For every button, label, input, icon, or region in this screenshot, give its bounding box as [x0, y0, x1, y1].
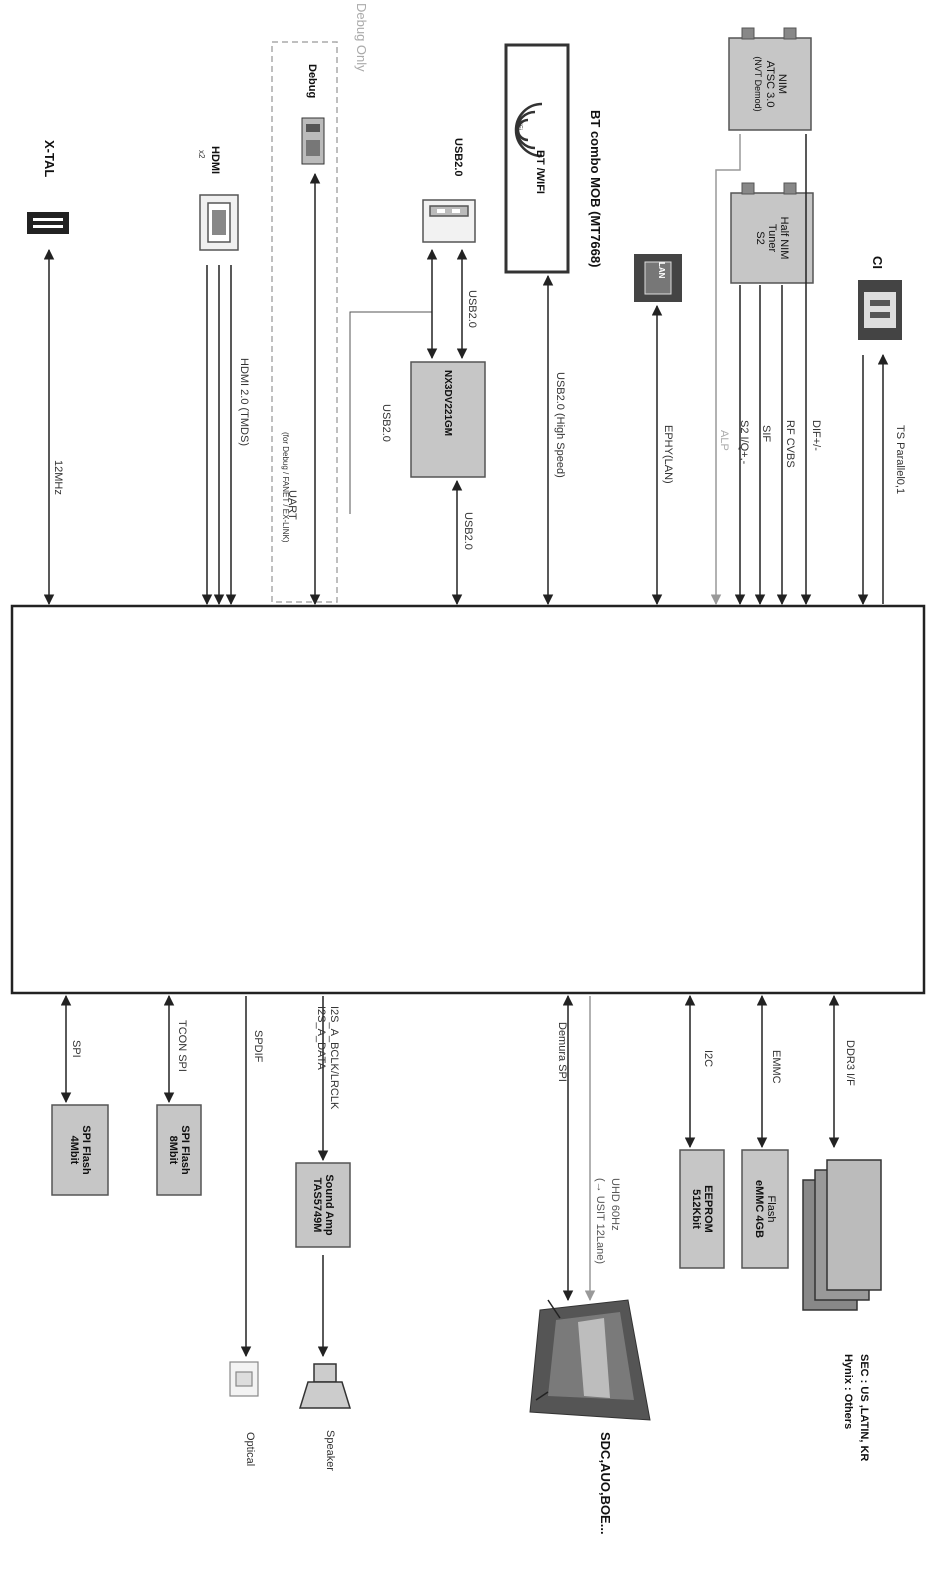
emmc-line2: eMMC 4GB: [753, 1179, 765, 1239]
i2s-signal-2-label: I2S_A_DATA: [315, 1006, 327, 1070]
debug-only-label: Debug Only: [354, 3, 369, 72]
eeprom-line1: EEPROM: [702, 1185, 714, 1233]
usb-connector-icon: [422, 199, 476, 243]
lan-jack-icon: [634, 254, 682, 302]
optical-connector-icon: [229, 1361, 259, 1397]
hdmi-connector-icon: [199, 194, 239, 251]
xtal-label: X-TAL: [42, 140, 57, 178]
nim-label: NIM ATSC 3.0 (NVT Demod): [729, 38, 811, 130]
spi-flash-4-line2: 4Mbit: [68, 1135, 80, 1165]
bt-combo-label: BT combo MOB (MT7668): [588, 110, 603, 268]
sound-amp-label: Sound Amp TAS5749M: [296, 1163, 350, 1247]
sound-amp-line1: Sound Amp: [323, 1174, 335, 1236]
uhd-signal-1-label: UHD 60Hz: [609, 1178, 621, 1231]
tcon-spi-signal-label: TCON SPI: [176, 1020, 188, 1072]
spdif-signal-label: SPDIF: [252, 1030, 264, 1063]
eeprom-block: [679, 1149, 725, 1269]
spi-flash-8mbit-block: [156, 1104, 202, 1196]
bt-signal-label: USB2.0 (High Speed): [554, 372, 566, 478]
bt-wifi-label: BT /WIFI: [534, 150, 546, 194]
emmc-line1: Flash: [765, 1195, 777, 1223]
debug-only-group: [271, 41, 338, 603]
s2iq-signal-label: S2 I/Q+,-: [738, 420, 750, 465]
half-nim-line3: S2: [754, 231, 766, 245]
half-nim-block: [730, 192, 814, 284]
panel-label: SDC,AUO,BOE...: [598, 1432, 613, 1535]
sif-signal-label: SIF: [760, 425, 772, 443]
sound-amp-block: [295, 1162, 351, 1248]
xtal-icon: [27, 212, 69, 234]
emmc-label: Flash eMMC 4GB: [742, 1150, 788, 1268]
rf-cvbs-signal-label: RF CVBS: [784, 420, 796, 468]
nim-line1: NIM: [776, 73, 788, 95]
spi-flash-8-line1: SPI Flash: [179, 1125, 191, 1175]
uhd-signal-2-label: (→ USIT 12Lane): [594, 1178, 606, 1265]
spi-flash-4mbit-label: SPI Flash 4Mbit: [52, 1105, 108, 1195]
wifi-icon: [514, 102, 543, 158]
sound-amp-line2: TAS5749M: [311, 1177, 323, 1233]
optical-label: Optical: [244, 1432, 256, 1467]
half-nim-label: Half NIM Tuner S2: [731, 193, 813, 283]
panel-display-image: [529, 1299, 651, 1421]
ci-slot-icon: [858, 280, 902, 340]
i2s-signal-1-label: I2S_A_BCLK/LRCLK: [328, 1006, 340, 1110]
half-nim-line1: Half NIM: [778, 216, 790, 260]
emmc-signal-label: EMMC: [770, 1050, 782, 1084]
usb-signal-b-label: USB2.0: [466, 290, 478, 328]
spi-flash-4-line1: SPI Flash: [80, 1125, 92, 1175]
uart-note-label: (for Debug / FANET / EX-LINK): [281, 432, 290, 543]
usb-hub-label: NX3DV221GM: [442, 370, 453, 437]
xtal-signal-label: 12MHz: [52, 460, 64, 495]
ddr-signal-label: DDR3 I/F: [844, 1040, 856, 1086]
hdmi-label: HDMI: [209, 146, 221, 175]
wifi-tag-label: WiFi: [516, 118, 522, 130]
emmc-flash-block: [741, 1149, 789, 1269]
soc-block: [10, 604, 926, 995]
debug-label: Debug: [306, 64, 318, 99]
alp-signal-label: ALP: [718, 430, 730, 451]
speaker-icon: [298, 1363, 352, 1409]
nim-line2: ATSC 3.0: [764, 60, 776, 108]
ddr-vendor-label-2: Hynix : Others: [842, 1354, 854, 1430]
demura-signal-label: Demura SPI: [556, 1022, 568, 1082]
nim-block: [728, 37, 812, 131]
lan-label: LAN: [657, 262, 666, 279]
usb-signal-a-label: USB2.0: [380, 404, 392, 442]
spi-signal-label: SPI: [70, 1040, 82, 1058]
ci-label: CI: [870, 256, 885, 269]
hdmi-signal-label: HDMI 2.0 (TMDS): [238, 358, 250, 446]
spi-flash-8-line2: 8Mbit: [167, 1135, 179, 1165]
i2c-signal-label: I2C: [702, 1050, 714, 1068]
ddr-vendor-label-1: SEC : US ,LATIN, KR: [858, 1354, 870, 1462]
usb-hub-block: [410, 361, 486, 478]
usb-label: USB2.0: [452, 138, 464, 177]
hdmi-count-label: x2: [197, 150, 206, 159]
usb-signal-c-label: USB2.0: [462, 512, 474, 550]
speaker-label: Speaker: [324, 1430, 336, 1471]
debug-connector-icon: [301, 117, 325, 165]
bt-wifi-module: [504, 43, 570, 274]
dif-signal-label: DIF+/-: [810, 420, 822, 451]
spi-flash-4mbit-block: [51, 1104, 109, 1196]
eeprom-line2: 512Kbit: [690, 1189, 702, 1229]
eeprom-label: EEPROM 512Kbit: [680, 1150, 724, 1268]
spi-flash-8mbit-label: SPI Flash 8Mbit: [157, 1105, 201, 1195]
lan-signal-label: EPHY(LAN): [662, 425, 674, 484]
half-nim-line2: Tuner: [766, 223, 778, 253]
ddr-memory-stack: [802, 1159, 882, 1311]
nim-line3: (NVT Demod): [753, 56, 763, 112]
ts-signal-label: TS Parallel0,1: [894, 425, 906, 495]
